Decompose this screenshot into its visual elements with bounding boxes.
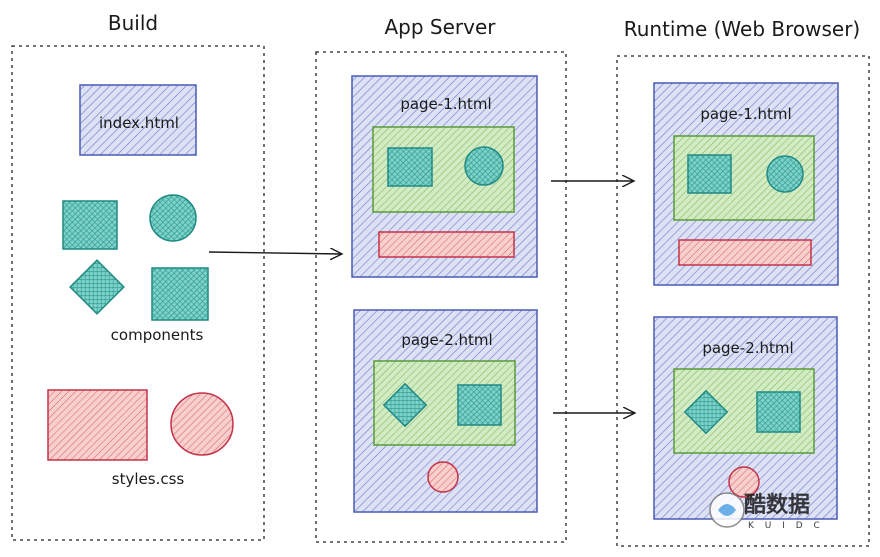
watermark-title: 酷数据 [744,492,810,518]
arrow-build-to-server [208,252,342,254]
component-circle-shape [464,146,504,186]
component-square-shape [387,147,433,187]
styles-css-label: styles.css [112,470,185,488]
app-server-container [315,51,567,543]
components-label: components [111,326,204,344]
styles-group: styles.css [47,389,234,488]
build-container [11,45,265,541]
index-html-label: index.html [99,114,179,132]
runtime-page-1-title: page-1.html [700,105,791,123]
components-group: components [62,194,209,344]
server-page-2-title: page-2.html [401,331,492,349]
column-title-build: Build [108,11,158,35]
watermark: 酷数据 K U I D C [709,492,824,531]
component-diamond-shape [683,389,729,435]
component-diamond-shape [382,382,428,428]
component-square-shape [62,200,118,250]
component-square-shape [457,384,502,426]
watermark-subtitle: K U I D C [748,521,824,531]
server-page-1-title: page-1.html [400,95,491,113]
runtime-page-2: page-2.html [653,316,838,520]
component-diamond-shape [69,259,125,315]
server-page-2: page-2.html [353,309,538,513]
style-circle-shape [728,466,760,498]
style-circle-shape [427,461,459,493]
column-title-runtime: Runtime (Web Browser) [624,17,861,41]
style-bar-shape [678,239,812,266]
component-square-shape [687,154,732,194]
watermark-logo-mark [718,504,736,516]
runtime-page-1: page-1.html [653,82,839,286]
index-html-file: index.html [79,84,197,156]
server-page-1: page-1.html [351,75,538,278]
component-square-shape [151,267,209,321]
component-square-shape [756,391,801,433]
component-circle-shape [149,194,197,242]
style-rect-shape [47,389,148,461]
style-bar-shape [378,231,515,258]
runtime-page-2-title: page-2.html [702,339,793,357]
style-circle-shape [170,392,234,456]
column-title-app-server: App Server [384,15,496,39]
runtime-container [616,55,870,547]
component-circle-shape [766,155,804,193]
